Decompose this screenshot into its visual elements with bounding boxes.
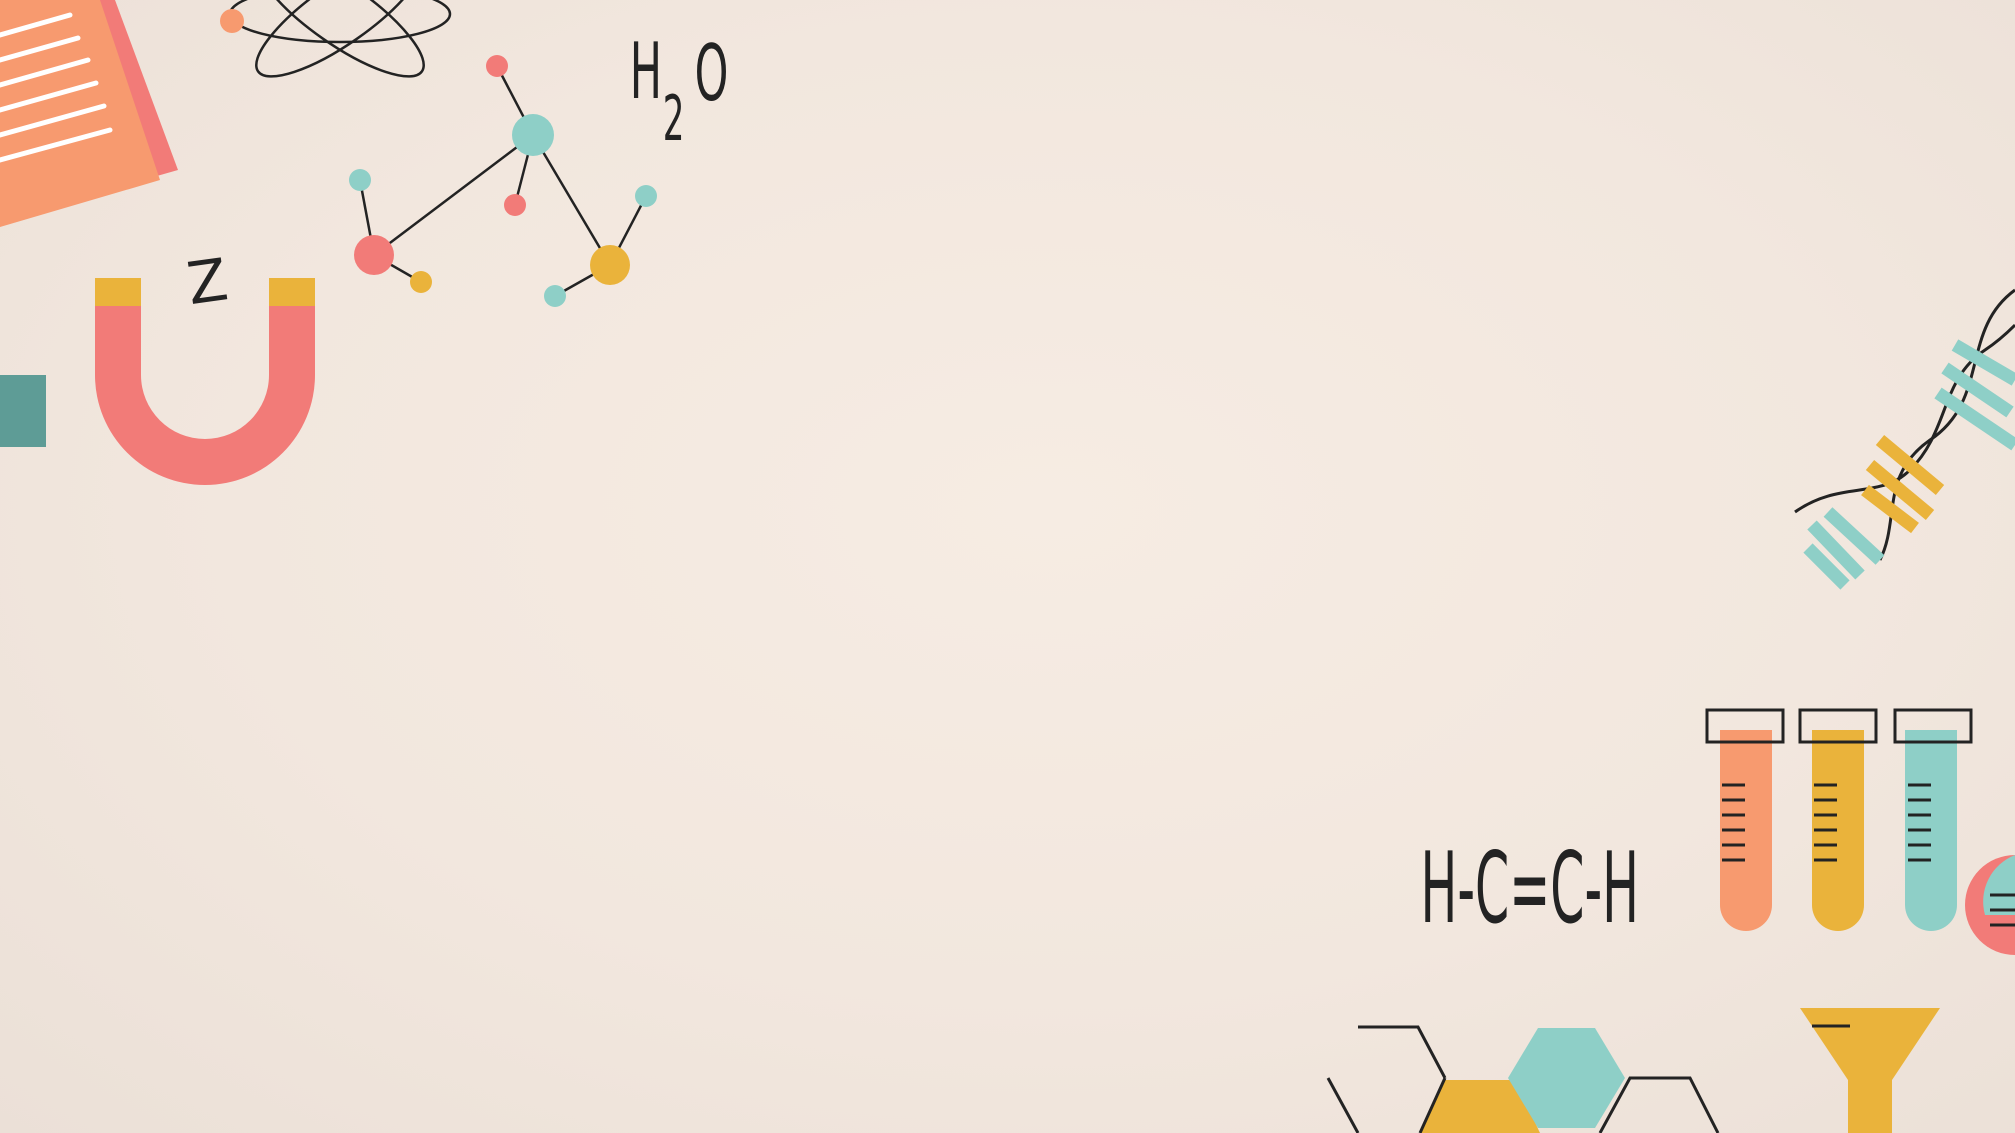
magnet-icon — [95, 278, 315, 485]
funnel-icon — [1800, 1008, 1940, 1133]
test-tube-yellow — [1798, 708, 1878, 931]
notebook-icon — [0, 0, 178, 228]
water-formula-subscript: 2 — [663, 83, 685, 155]
ethene-formula: H-C=C-H — [1421, 832, 1640, 946]
magnet-z-letter: Z — [183, 245, 232, 318]
test-tube-orange — [1705, 708, 1785, 931]
flask-icon — [1965, 855, 2015, 955]
teal-block-shape — [0, 375, 46, 447]
water-formula: H 2 O — [630, 26, 729, 155]
water-formula-o: O — [695, 28, 729, 118]
dna-helix-icon — [1794, 288, 2015, 590]
test-tube-teal — [1893, 708, 1973, 931]
atom-icon — [220, 0, 452, 78]
hexagon-structure-icon — [1326, 1025, 1720, 1133]
water-formula-h: H — [630, 26, 662, 116]
molecule-icon — [349, 55, 657, 307]
test-tubes-icon — [1705, 708, 1973, 931]
